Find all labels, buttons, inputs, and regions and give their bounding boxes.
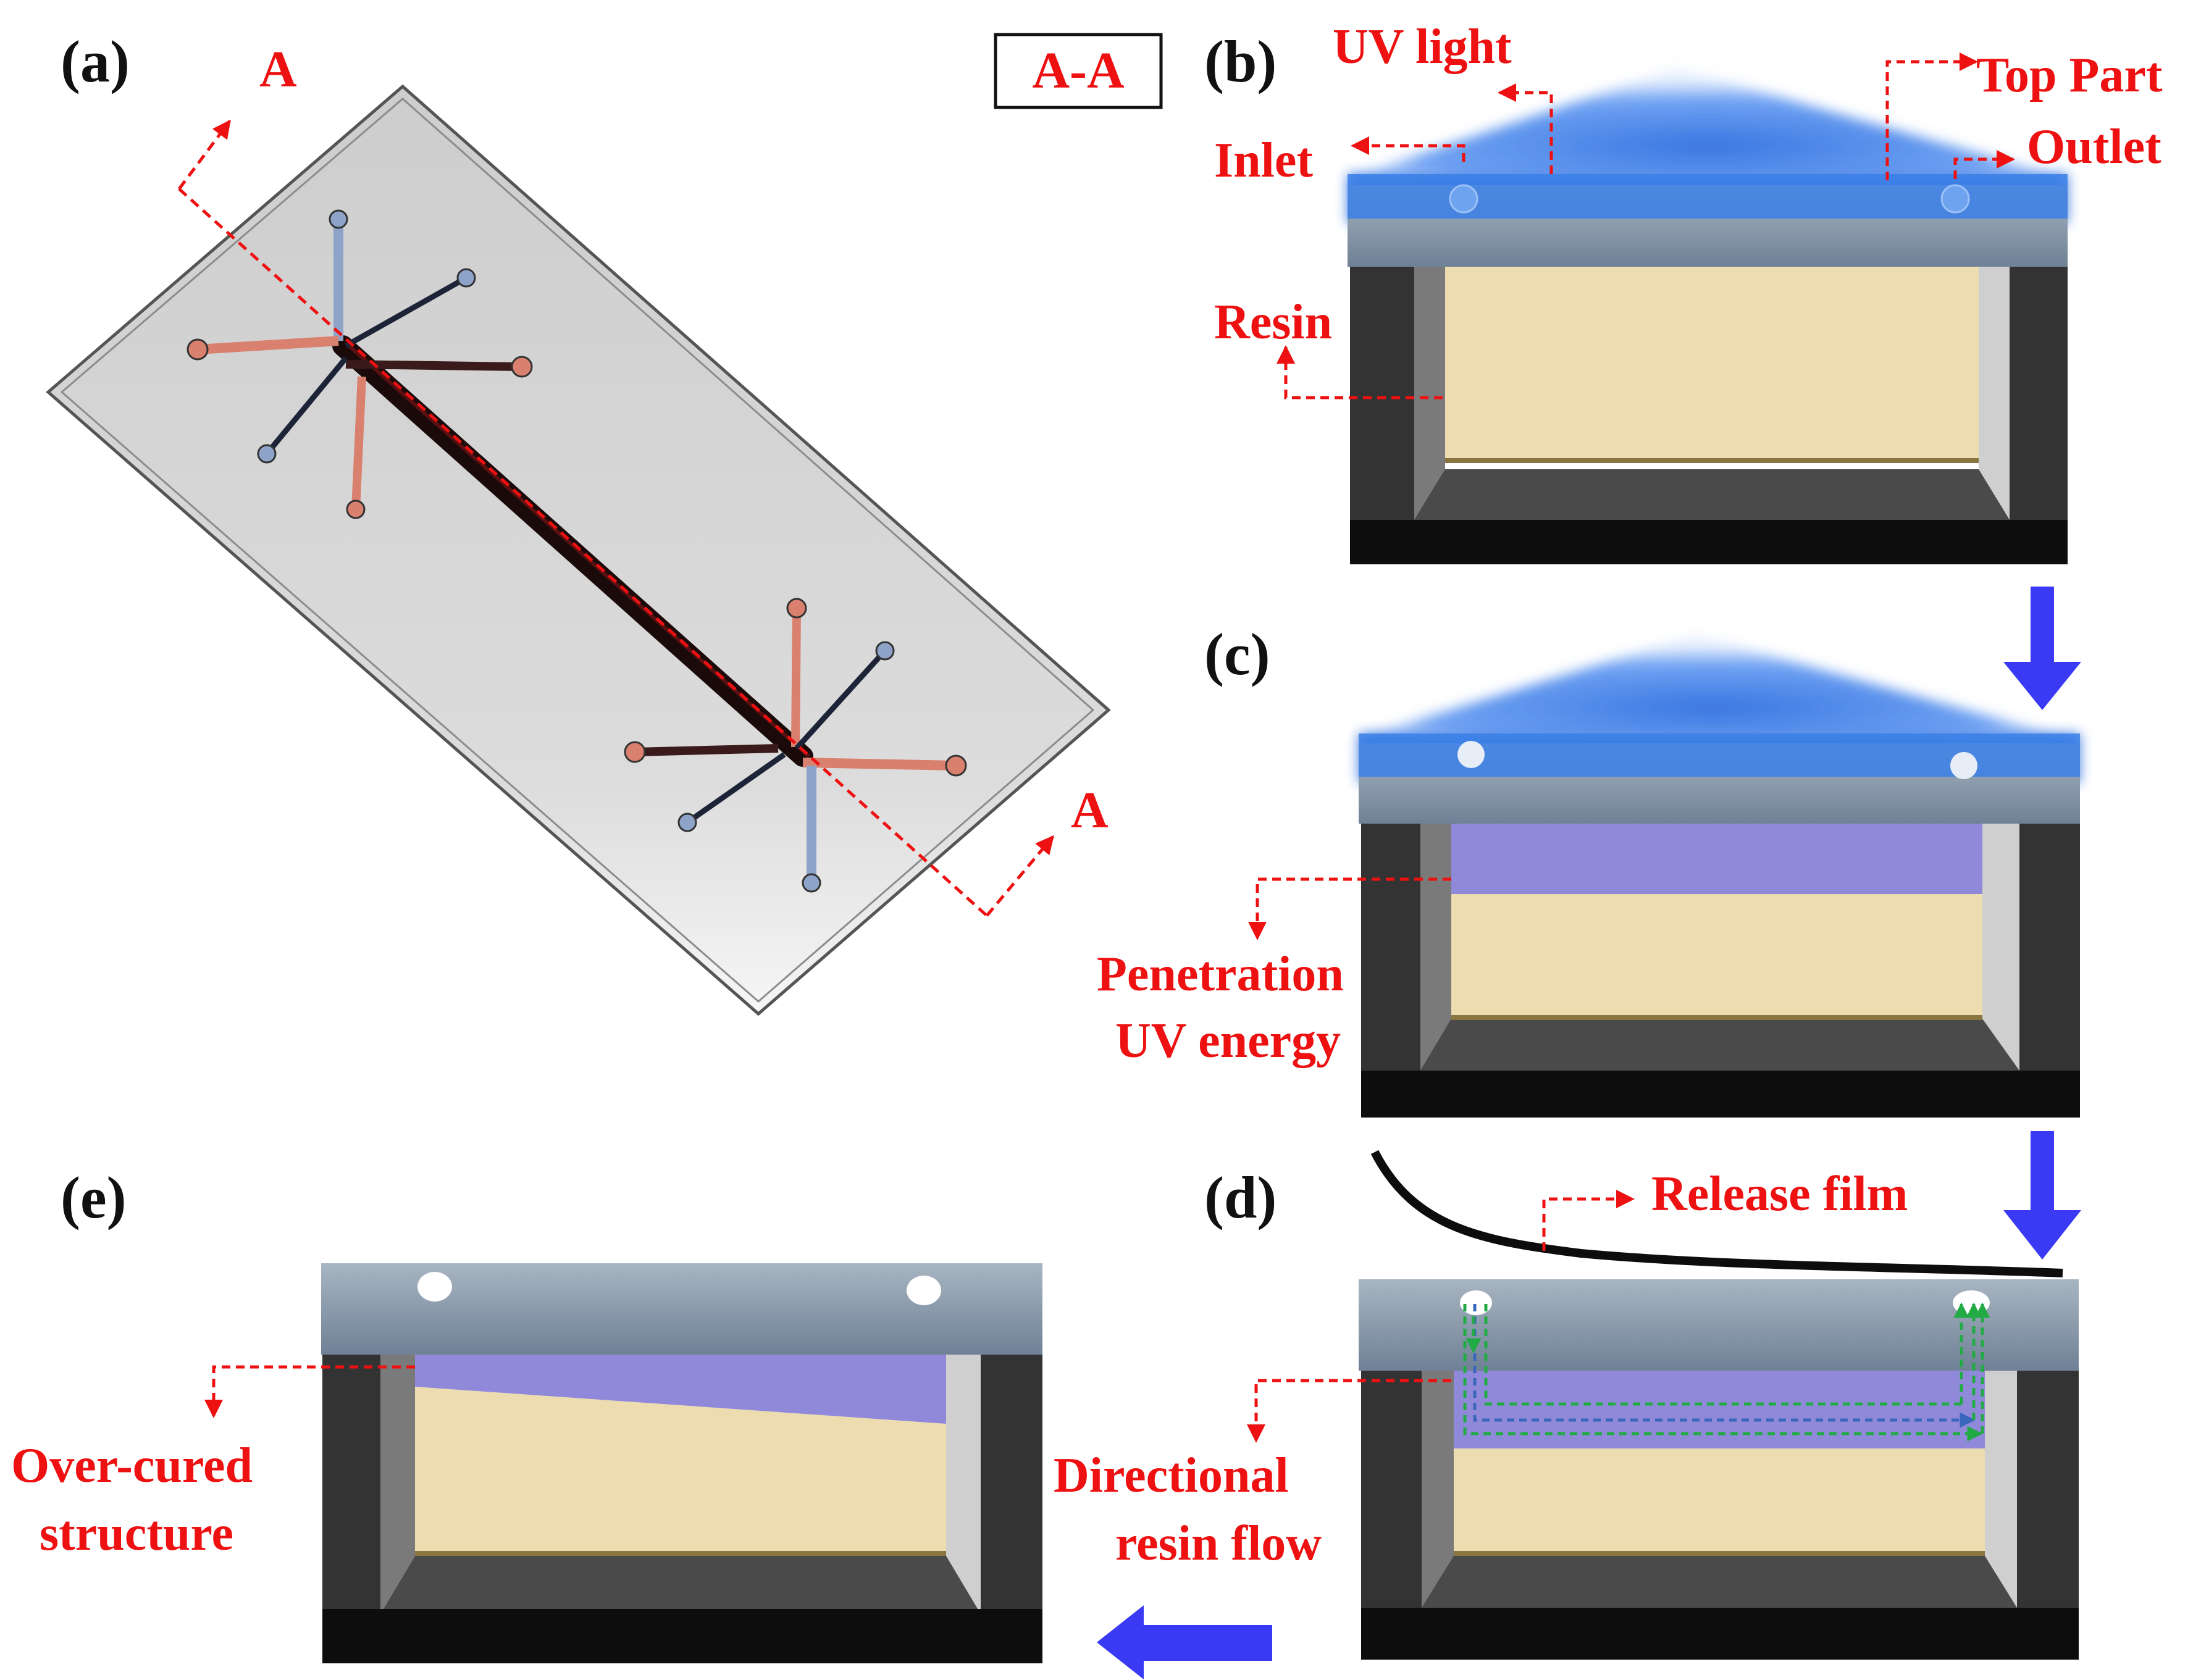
resin-label: Resin: [1214, 295, 1332, 349]
port: [786, 598, 807, 619]
process-arrow-b-to-c: [2003, 587, 2081, 710]
inlet-label: Inlet: [1214, 133, 1313, 188]
section-box-label: A-A: [1032, 42, 1125, 99]
penetration-label-line2: UV energy: [1115, 1014, 1341, 1068]
port: [875, 641, 895, 661]
over-cured-label-line2: structure: [40, 1507, 233, 1561]
release-film-label: Release film: [1651, 1167, 1908, 1221]
section-marker-start: A: [259, 41, 297, 98]
panel-b: (b) UV light Top Part Inlet Outlet Resin: [1204, 20, 2163, 564]
over-cured-layer: [415, 1355, 946, 1424]
frame-base: [1350, 520, 2068, 564]
junction-top-left: [187, 209, 533, 519]
resin: [1445, 267, 1979, 463]
port: [945, 754, 967, 777]
outlet-label: Outlet: [2027, 120, 2161, 174]
port: [802, 873, 821, 893]
cured-layer-c: [1451, 824, 1982, 894]
port: [329, 209, 348, 229]
section-marker-end: A: [1071, 782, 1109, 839]
panel-a-label: (a): [61, 28, 130, 94]
uv-light-c: [1357, 635, 2069, 738]
section-line: [177, 119, 1054, 917]
frame-right: [2010, 267, 2068, 520]
flow-label-line2: resin flow: [1115, 1516, 1322, 1571]
port: [346, 499, 366, 519]
junction-bottom-right: [624, 598, 967, 893]
penetration-label-line1: Penetration: [1097, 947, 1344, 1001]
resin-d: [1454, 1448, 1985, 1556]
outlet-port: [1940, 184, 1970, 214]
directional-flow-arrows: [1463, 1302, 1990, 1442]
panel-d-label: (d): [1204, 1164, 1277, 1231]
cured-layer-d: [1454, 1371, 1985, 1448]
inlet-port: [1449, 184, 1478, 214]
panel-c: (c) Penetration UV energy: [1097, 621, 2080, 1118]
section-box: [994, 33, 1163, 109]
over-cured-label-line1: Over-cured: [11, 1439, 253, 1493]
flow-label-line1: Directional: [1054, 1448, 1289, 1503]
main-channel: [332, 335, 813, 767]
process-arrow-c-to-d: [2003, 1131, 2081, 1260]
panel-c-label: (c): [1204, 621, 1270, 687]
release-film: [1370, 1150, 2063, 1277]
port: [677, 813, 697, 832]
resin-c: [1451, 894, 1982, 1020]
resin-e: [415, 1387, 946, 1556]
panel-a: (a): [46, 28, 1111, 1016]
port: [257, 444, 277, 464]
frame-left: [1350, 267, 1414, 520]
port: [624, 741, 646, 763]
panel-b-label: (b): [1204, 28, 1277, 94]
uv-light: [1346, 68, 2069, 179]
top-part-label: Top Part: [1976, 48, 2163, 102]
panel-e: (e) Over-cured structure: [11, 1164, 1042, 1663]
uv-light-label: UV light: [1333, 20, 1512, 74]
panel-e-label: (e): [61, 1164, 127, 1231]
port: [187, 338, 209, 361]
process-arrow-d-to-e: [1097, 1605, 1272, 1679]
port: [456, 268, 476, 288]
panel-d: (d) Release film Directional resin flow: [1054, 1150, 2079, 1660]
port: [511, 356, 533, 378]
